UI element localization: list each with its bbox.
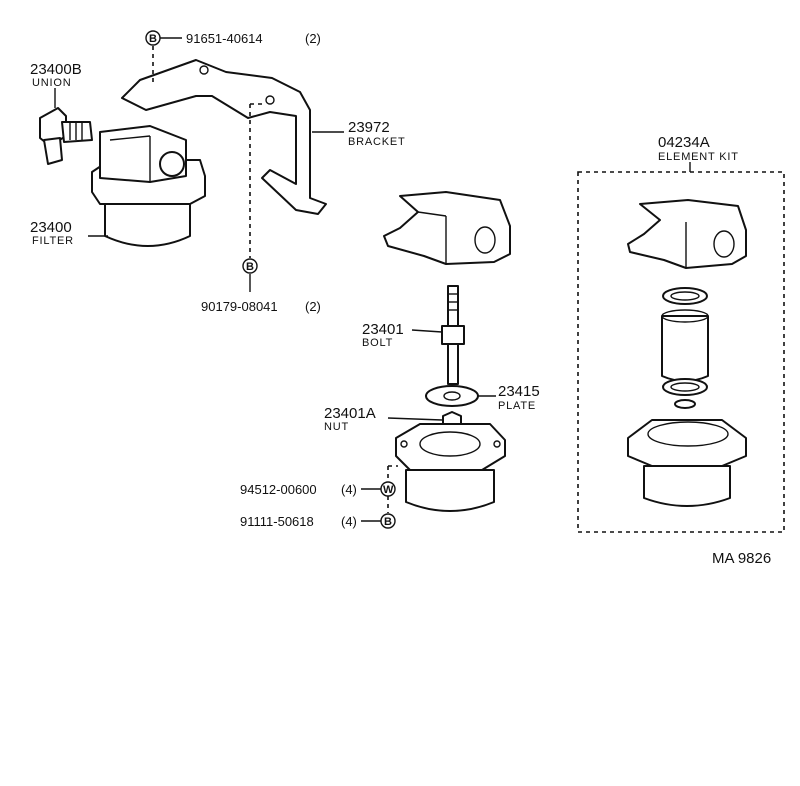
fastener-symbol-4: B bbox=[384, 516, 392, 528]
fastener-symbol-3: W bbox=[383, 484, 394, 496]
element-kit-name: ELEMENT KIT bbox=[658, 151, 739, 163]
nut-name: NUT bbox=[324, 421, 349, 433]
fastener-number-1: 91651-40614 bbox=[186, 31, 263, 46]
fastener-number-3: 94512-00600 bbox=[240, 482, 317, 497]
union-name: UNION bbox=[32, 77, 71, 89]
bracket-drawing bbox=[121, 59, 327, 215]
bracket-name: BRACKET bbox=[348, 136, 406, 148]
filter-name: FILTER bbox=[32, 235, 74, 247]
fastener-symbol-2: B bbox=[246, 261, 254, 273]
plate-drawing bbox=[425, 385, 479, 407]
bowl-drawing bbox=[395, 423, 506, 512]
element-kit-boundary bbox=[577, 171, 785, 533]
bolt-drawing bbox=[441, 285, 465, 385]
fastener-symbol-1: B bbox=[149, 33, 157, 45]
fastener-number-2: 90179-08041 bbox=[201, 299, 278, 314]
plate-name: PLATE bbox=[498, 400, 536, 412]
fastener-qty-2: (2) bbox=[305, 299, 321, 314]
filter-head-drawing bbox=[383, 191, 511, 265]
nut-part-number: 23401A bbox=[324, 405, 376, 422]
diagram-code: MA 9826 bbox=[712, 550, 771, 567]
plate-part-number: 23415 bbox=[498, 383, 540, 400]
fastener-qty-4: (4) bbox=[341, 514, 357, 529]
bolt-part-number: 23401 bbox=[362, 321, 404, 338]
fastener-number-4: 91111-50618 bbox=[240, 514, 314, 529]
fastener-qty-3: (4) bbox=[341, 482, 357, 497]
bracket-part-number: 23972 bbox=[348, 119, 390, 136]
bolt-name: BOLT bbox=[362, 337, 393, 349]
element-kit-part-number: 04234A bbox=[658, 134, 710, 151]
union-part-number: 23400B bbox=[30, 61, 82, 78]
element-kit-drawing bbox=[627, 199, 747, 507]
union-drawing bbox=[39, 107, 93, 165]
filter-drawing bbox=[91, 125, 206, 247]
fastener-qty-1: (2) bbox=[305, 31, 321, 46]
filter-part-number: 23400 bbox=[30, 219, 72, 236]
